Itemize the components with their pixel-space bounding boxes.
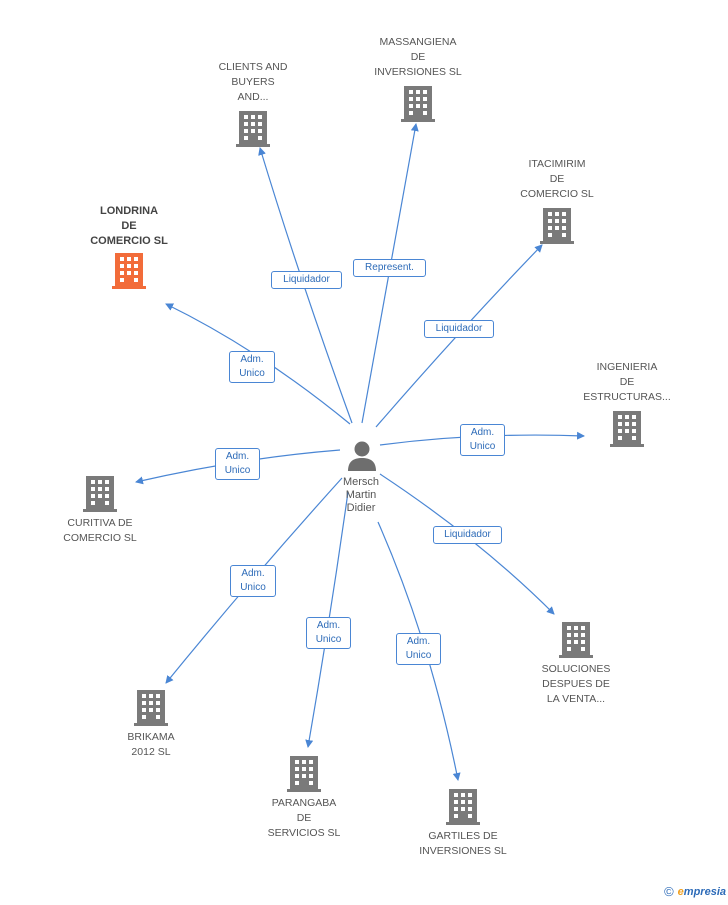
person-icon	[348, 441, 376, 471]
building-icon	[287, 756, 321, 792]
relation-label-curitiva: Adm. Unico	[215, 448, 260, 480]
company-node-curitiva[interactable]: CURITIVA DE COMERCIO SL	[50, 476, 150, 546]
relation-label-londrina: Adm. Unico	[229, 351, 275, 383]
company-name[interactable]: BRIKAMA 2012 SL	[127, 731, 175, 758]
person-name[interactable]: Mersch Martin Didier	[342, 476, 380, 514]
company-name[interactable]: MASSANGIENA DE INVERSIONES SL	[374, 36, 462, 78]
company-node-londrina[interactable]: LONDRINA DE COMERCIO SL	[79, 204, 179, 289]
company-node-massangiena[interactable]: MASSANGIENA DE INVERSIONES SL	[358, 35, 478, 122]
building-icon	[401, 86, 435, 122]
company-name[interactable]: ITACIMIRIM DE COMERCIO SL	[520, 158, 594, 200]
footer-brand: © empresia	[664, 884, 726, 899]
company-name[interactable]: PARANGABA DE SERVICIOS SL	[267, 797, 341, 839]
building-icon	[134, 690, 168, 726]
company-name[interactable]: SOLUCIONES DESPUES DE LA VENTA...	[541, 663, 611, 705]
company-node-soluciones[interactable]: SOLUCIONES DESPUES DE LA VENTA...	[526, 622, 626, 707]
relation-label-parangaba: Adm. Unico	[306, 617, 351, 649]
company-name[interactable]: GARTILES DE INVERSIONES SL	[419, 830, 507, 857]
company-node-itacimirim[interactable]: ITACIMIRIM DE COMERCIO SL	[507, 157, 607, 244]
building-icon	[446, 789, 480, 825]
relation-label-itacimirim: Liquidador	[424, 320, 494, 338]
building-icon	[610, 411, 644, 447]
copyright-icon: ©	[664, 884, 674, 899]
building-icon	[112, 253, 146, 289]
company-node-parangaba[interactable]: PARANGABA DE SERVICIOS SL	[254, 756, 354, 841]
relation-label-massangiena: Represent.	[353, 259, 426, 277]
building-icon	[540, 208, 574, 244]
relation-label-soluciones: Liquidador	[433, 526, 502, 544]
company-node-brikama[interactable]: BRIKAMA 2012 SL	[101, 690, 201, 760]
building-icon	[83, 476, 117, 512]
company-node-clients[interactable]: CLIENTS AND BUYERS AND...	[203, 60, 303, 147]
empresia-logo[interactable]: empresia	[677, 885, 726, 898]
relation-label-gartiles: Adm. Unico	[396, 633, 441, 665]
company-name[interactable]: CURITIVA DE COMERCIO SL	[63, 517, 137, 544]
relation-label-brikama: Adm. Unico	[230, 565, 276, 597]
company-node-ingenieria[interactable]: INGENIERIA DE ESTRUCTURAS...	[572, 360, 682, 447]
company-name[interactable]: INGENIERIA DE ESTRUCTURAS...	[583, 361, 671, 403]
company-node-gartiles[interactable]: GARTILES DE INVERSIONES SL	[408, 789, 518, 859]
building-icon	[236, 111, 270, 147]
person-node[interactable]	[346, 440, 378, 477]
company-name[interactable]: CLIENTS AND BUYERS AND...	[218, 61, 288, 103]
relation-label-clients: Liquidador	[271, 271, 342, 289]
relation-label-ingenieria: Adm. Unico	[460, 424, 505, 456]
company-name[interactable]: LONDRINA DE COMERCIO SL	[90, 205, 168, 247]
building-icon	[559, 622, 593, 658]
